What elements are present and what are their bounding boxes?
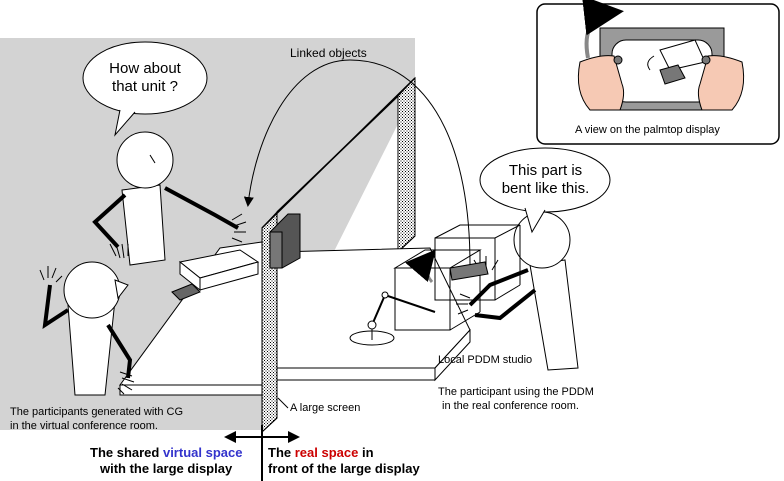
participants-cg-label-1: The participants generated with CG — [10, 406, 184, 418]
real-space-prefix: The — [268, 445, 295, 460]
speech-bubble-left — [82, 41, 208, 137]
linked-objects-arrow — [243, 59, 471, 266]
real-participant — [456, 211, 579, 371]
real-space-caption: The real space in — [268, 445, 374, 461]
participant-pddm-label-1: The participant using the PDDM — [438, 386, 594, 398]
palmtop-inset — [536, 0, 780, 145]
linked-objects-label: Linked objects — [290, 46, 367, 60]
large-screen-leader — [277, 397, 289, 409]
local-pddm-studio-label: Local PDDM studio — [438, 354, 533, 366]
virtual-linked-object — [171, 249, 260, 301]
speech-bubble-right — [479, 147, 611, 234]
space-divider — [224, 425, 300, 481]
cg-person-left — [39, 261, 135, 396]
cg-person-top — [92, 131, 247, 266]
palmtop-caption: A view on the palmtop display — [575, 124, 720, 136]
pddm-stylus — [349, 291, 436, 346]
virtual-space-caption-line2: with the large display — [100, 461, 233, 476]
large-screen-label: A large screen — [290, 402, 361, 414]
real-space-suffix: in — [358, 445, 374, 460]
real-space-caption-line2: front of the large display — [268, 461, 420, 476]
virtual-space-prefix: The shared — [90, 445, 163, 460]
virtual-space-caption: The shared virtual space — [90, 445, 242, 461]
bubble-text-right: This part is bent like this. — [501, 162, 590, 197]
participant-pddm-label-2: in the real conference room. — [442, 400, 579, 412]
screen-block — [269, 213, 301, 269]
pddm-wireframe — [393, 224, 521, 331]
virtual-space-highlight: virtual space — [162, 445, 243, 460]
bubble-text-left: How about that unit ? — [109, 60, 181, 95]
participants-cg-label-2: in the virtual conference room. — [10, 420, 158, 432]
real-space-highlight: real space — [294, 445, 359, 460]
